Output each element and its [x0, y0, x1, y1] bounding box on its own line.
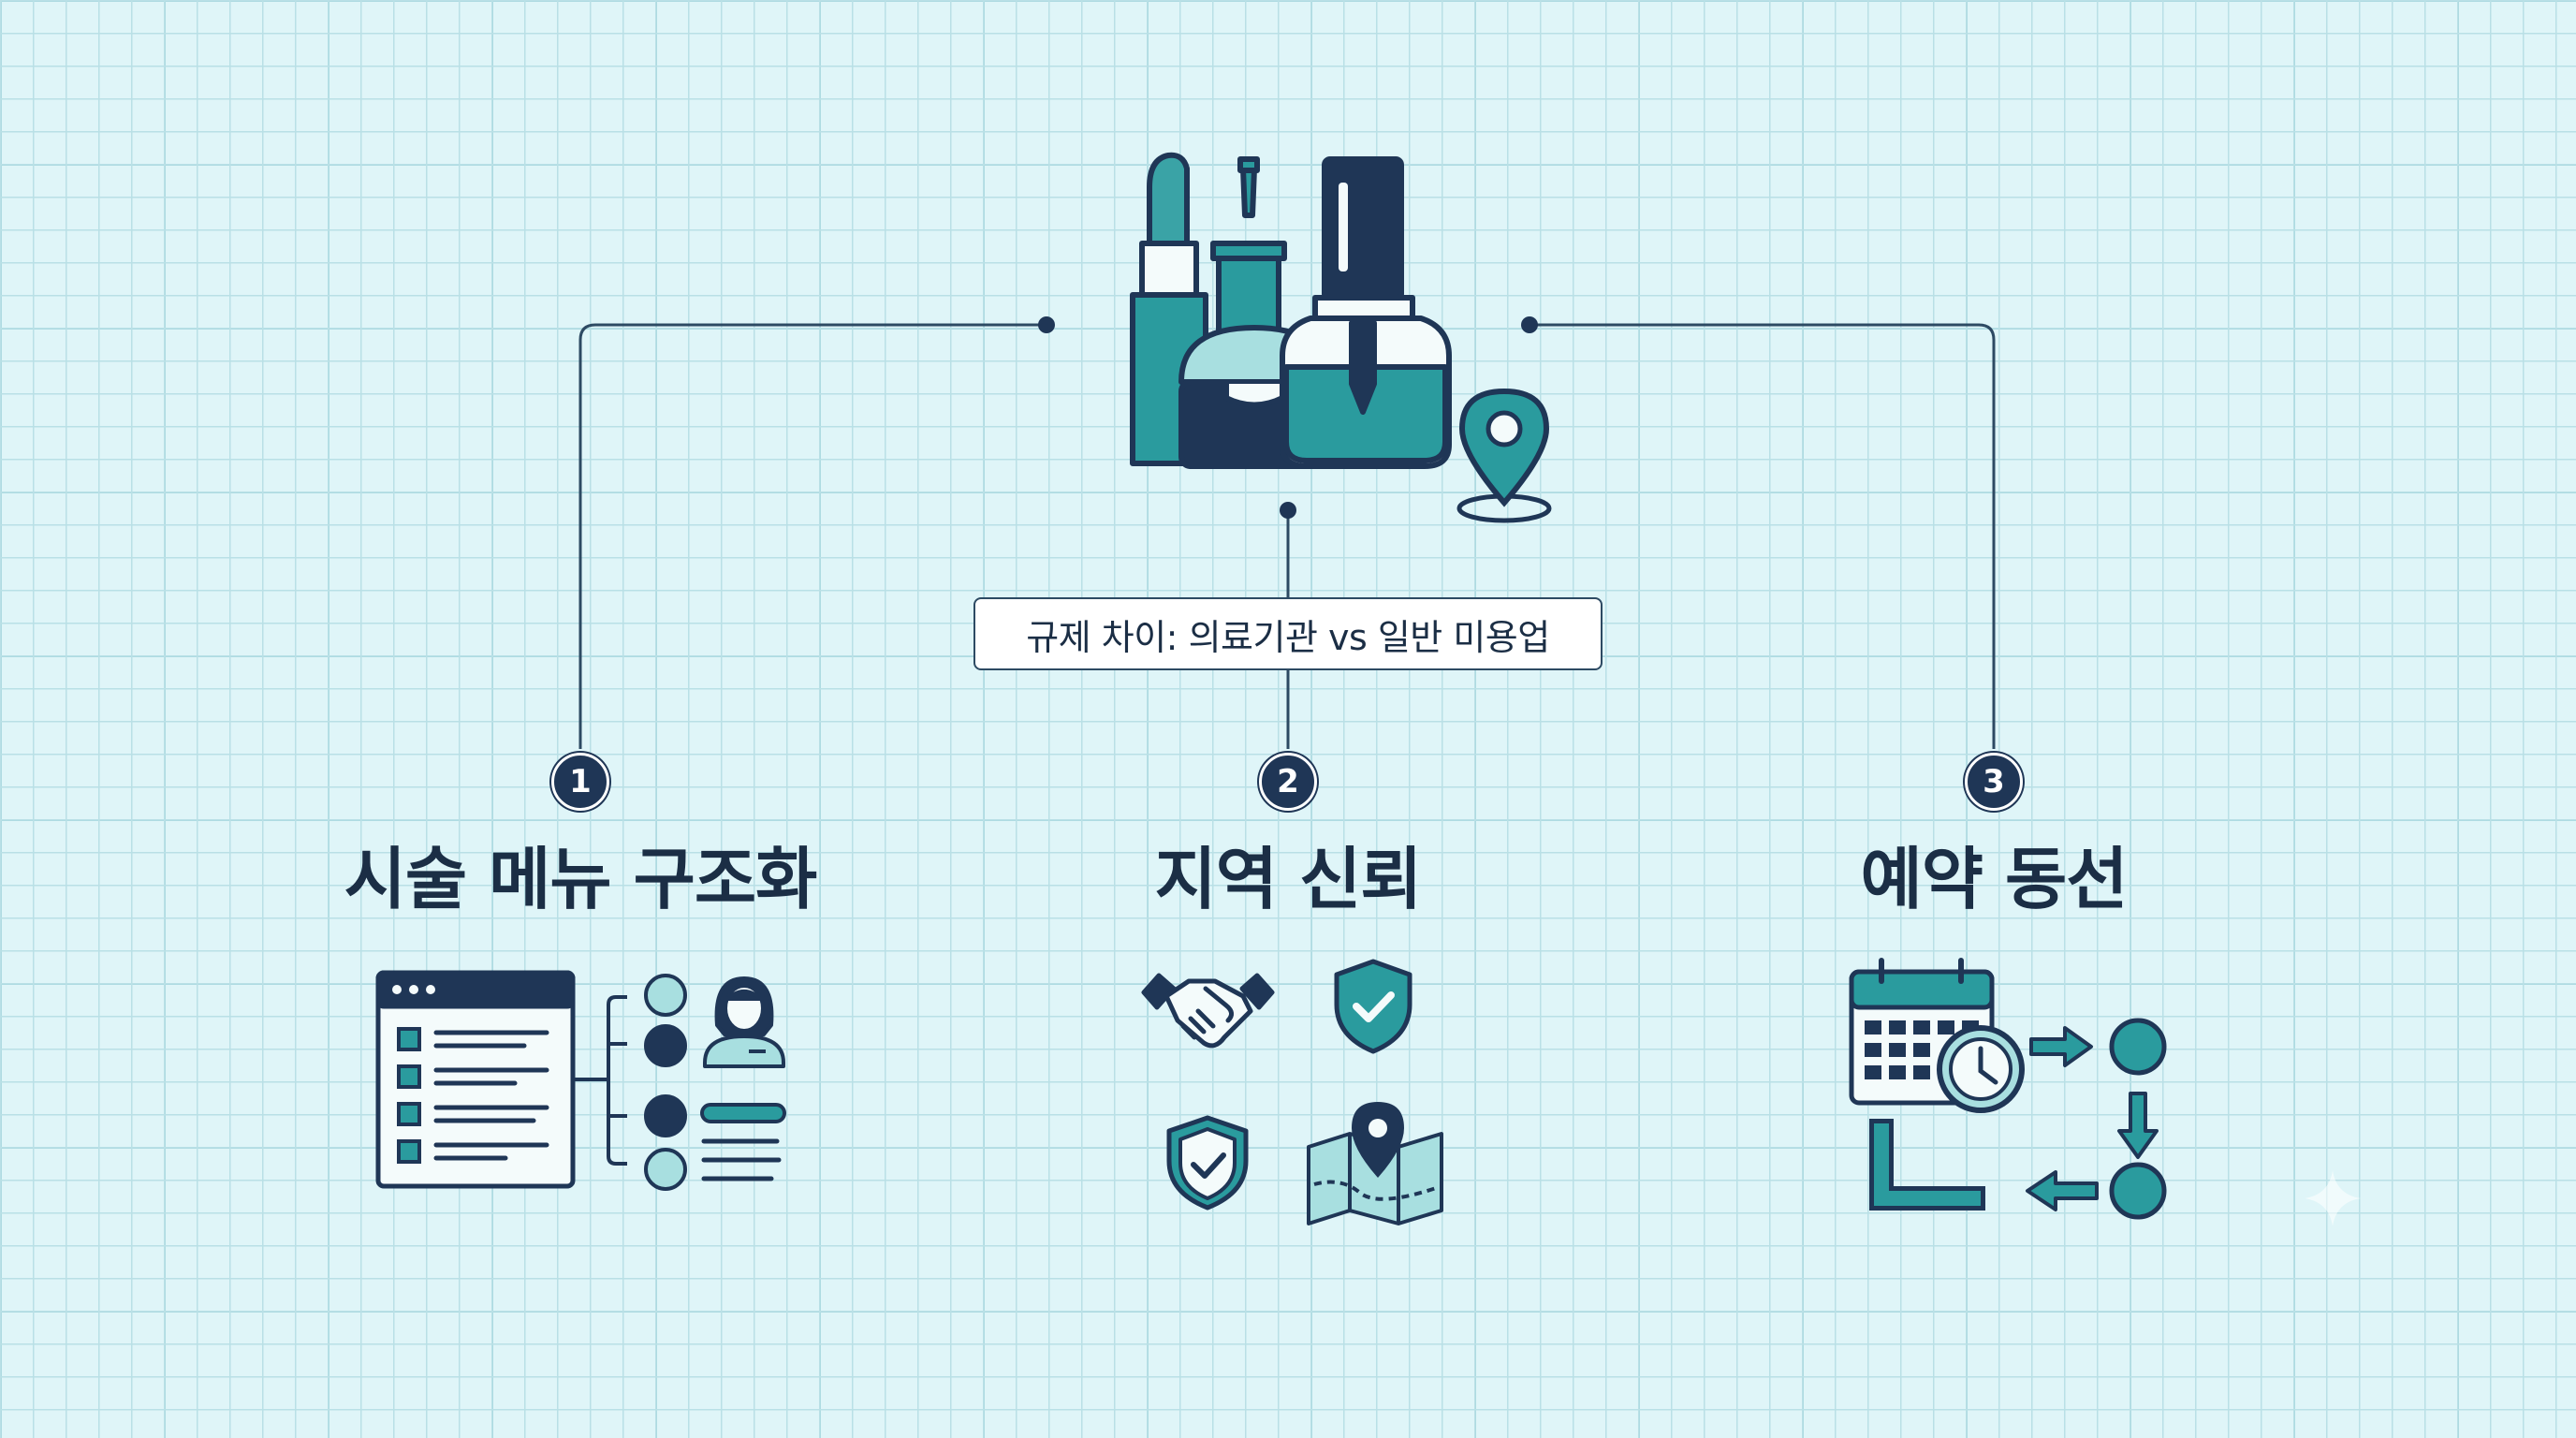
menu-structure-icon	[375, 970, 786, 1191]
shield-check-icon	[1334, 959, 1412, 1054]
booking-flow-icon	[1849, 958, 2167, 1220]
section-2-title: 지역 신뢰	[1154, 840, 1422, 918]
regulation-note: 규제 차이: 의료기관 vs 일반 미용업	[973, 597, 1603, 670]
cosmetics-icon	[1130, 152, 1552, 523]
handshake-icon	[1141, 973, 1275, 1049]
map-pin-icon	[1307, 1101, 1443, 1225]
section-2-badge: 2	[1259, 753, 1317, 811]
shield-check-icon	[1166, 1115, 1249, 1211]
section-1-badge: 1	[551, 753, 609, 811]
section-3-title: 예약 동선	[1860, 840, 2128, 918]
section-3-badge: 3	[1965, 753, 2023, 811]
section-1-title: 시술 메뉴 구조화	[344, 840, 818, 918]
sparkle-icon	[2305, 1170, 2361, 1226]
